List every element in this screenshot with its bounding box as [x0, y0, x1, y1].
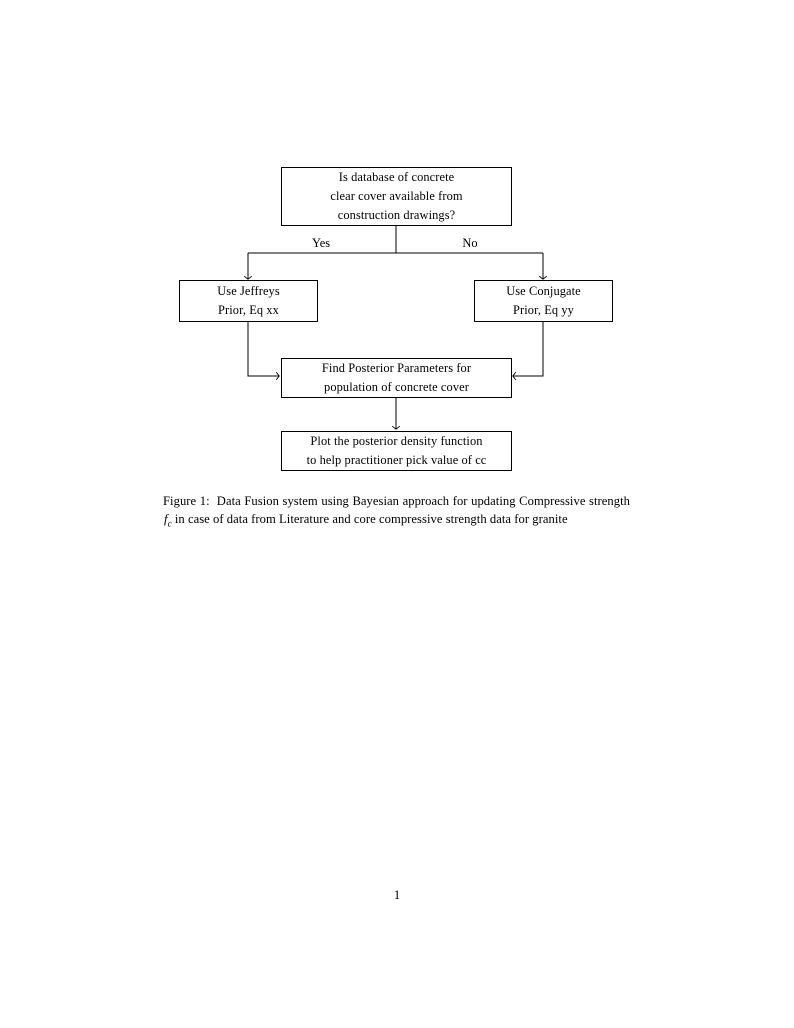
- node-conjugate-line-2: Prior, Eq yy: [513, 303, 574, 317]
- node-find-posterior-parameters: Find Posterior Parameters for population…: [281, 358, 512, 398]
- node-use-jeffreys-prior: Use Jeffreys Prior, Eq xx: [179, 280, 318, 322]
- caption-label: Figure 1:: [163, 494, 210, 508]
- edge-label-yes: Yes: [311, 236, 331, 250]
- caption-text-before: Data Fusion system using Bayesian approa…: [216, 494, 630, 508]
- node-jeffreys-line-2: Prior, Eq xx: [218, 303, 279, 317]
- node-conjugate-line-1: Use Conjugate: [506, 284, 581, 298]
- figure-caption: Figure 1: Data Fusion system using Bayes…: [163, 492, 630, 533]
- caption-symbol-base: f: [164, 512, 168, 527]
- caption-math-symbol: fc: [163, 512, 172, 529]
- node-plot-line-2: to help practitioner pick value of cc: [306, 453, 487, 467]
- caption-text-after: in case of data from Literature and core…: [174, 512, 568, 527]
- node-jeffreys-line-1: Use Jeffreys: [217, 284, 280, 298]
- caption-symbol-subscript: c: [167, 518, 172, 529]
- node-decision-line-1: Is database of concrete: [338, 170, 455, 184]
- figure-flowchart: Is database of concrete clear cover avai…: [0, 0, 794, 490]
- node-posterior-line-1: Find Posterior Parameters for: [321, 361, 472, 375]
- node-plot-posterior-density: Plot the posterior density function to h…: [281, 431, 512, 471]
- flowchart-connectors: [243, 226, 548, 430]
- node-decision-line-2: clear cover available from: [330, 189, 463, 203]
- edge-jeffreys-to-posterior: [247, 322, 280, 381]
- node-use-conjugate-prior: Use Conjugate Prior, Eq yy: [474, 280, 613, 322]
- caption-space-1: [210, 494, 217, 508]
- node-plot-line-1: Plot the posterior density function: [310, 434, 483, 448]
- node-decision-database: Is database of concrete clear cover avai…: [281, 167, 512, 226]
- page-number: 1: [393, 888, 401, 902]
- edge-conjugate-to-posterior: [512, 322, 544, 381]
- node-decision-line-3: construction drawings?: [337, 208, 456, 222]
- node-posterior-line-2: population of concrete cover: [324, 380, 469, 394]
- edge-label-no: No: [462, 236, 478, 250]
